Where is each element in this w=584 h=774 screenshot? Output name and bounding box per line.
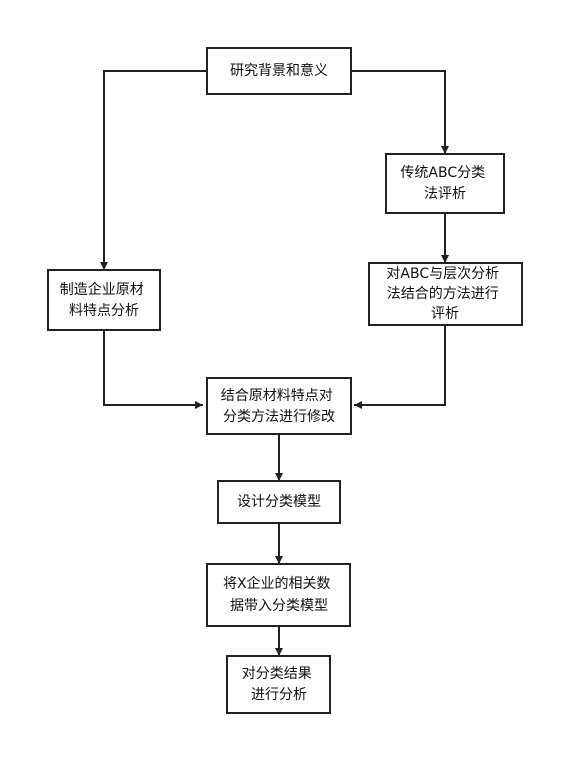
edges — [100, 70, 449, 656]
node-material-characteristics: 制造企业原材 料特点分析 — [47, 269, 161, 331]
svg-text:结合原材料特点对 分类方法进行修改: 结合原材料特点对 分类方法进行修改 — [221, 388, 337, 425]
node-analyze-results-line-2: 进行分析 — [251, 687, 307, 703]
edge-n4-n5 — [354, 325, 446, 409]
node-material-characteristics-line-1: 制造企业原材 — [60, 281, 144, 298]
svg-text:传统ABC分类 法评析: 传统ABC分类 法评析 — [400, 165, 489, 202]
edge-n3-n5 — [103, 330, 203, 409]
node-research-background-line-1: 研究背景和意义 — [230, 62, 328, 79]
node-modify-method-line-1: 结合原材料特点对 — [221, 388, 333, 404]
node-abc-ahp-review: 对ABC与层次分析 法结合的方法进行 评析 — [368, 262, 523, 326]
edge-n1-n3 — [100, 70, 207, 270]
node-modify-method-line-2: 分类方法进行修改 — [223, 409, 335, 425]
svg-text:对ABC与层次分析 法结合的方法进行: 对ABC与层次分析 法结合的方法进行 评析 — [386, 266, 503, 322]
node-input-company-data-line-1: 将X企业的相关数 — [223, 575, 331, 592]
node-design-model-line-1: 设计分类模型 — [237, 494, 321, 510]
svg-text:研究背景和意义: 研究背景和意义 — [230, 62, 328, 79]
node-design-model: 设计分类模型 — [217, 480, 341, 524]
node-research-background: 研究背景和意义 — [206, 47, 352, 95]
node-input-company-data-line-2: 据带入分类模型 — [230, 598, 328, 614]
svg-text:设计分类模型: 设计分类模型 — [237, 494, 321, 510]
node-modify-method: 结合原材料特点对 分类方法进行修改 — [206, 377, 352, 435]
node-analyze-results-line-1: 对分类结果 — [242, 666, 312, 682]
node-traditional-abc-review-line-2: 法评析 — [424, 186, 466, 202]
node-abc-ahp-review-line-1: 对ABC与层次分析 — [386, 266, 499, 282]
node-traditional-abc-review: 传统ABC分类 法评析 — [385, 153, 505, 214]
node-material-characteristics-line-2: 料特点分析 — [69, 303, 139, 319]
node-analyze-results: 对分类结果 进行分析 — [226, 655, 331, 714]
node-abc-ahp-review-line-3: 评析 — [431, 306, 459, 322]
node-input-company-data: 将X企业的相关数 据带入分类模型 — [206, 563, 351, 627]
svg-text:对分类结果 进行分析: 对分类结果 进行分析 — [242, 666, 316, 703]
node-abc-ahp-review-line-2: 法结合的方法进行 — [387, 286, 499, 302]
svg-text:制造企业原材 料特点分析: 制造企业原材 料特点分析 — [60, 281, 148, 319]
svg-text:将X企业的相关数 据带入分类模型: 将X企业的相关数 据带入分类模型 — [223, 575, 335, 614]
edge-n1-n2 — [351, 70, 449, 154]
node-traditional-abc-review-line-1: 传统ABC分类 — [400, 165, 485, 181]
